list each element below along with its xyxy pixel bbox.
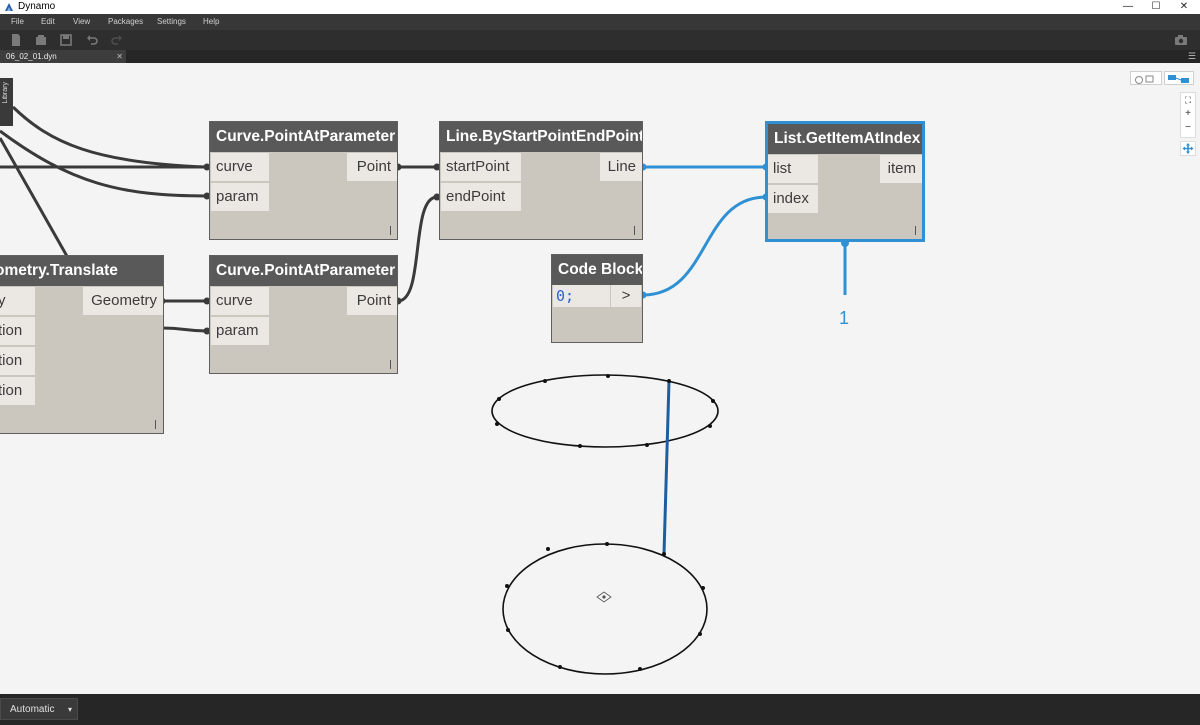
output-port-point[interactable]: Point	[347, 287, 397, 315]
zoom-fit-button[interactable]: ⛶	[1184, 95, 1192, 105]
input-port-param[interactable]: param	[211, 317, 269, 345]
menu-packages[interactable]: Packages	[108, 17, 144, 26]
node-curve-point-at-parameter-1[interactable]: Curve.PointAtParameter curve param Point	[209, 121, 398, 240]
run-mode-value: Automatic	[10, 704, 55, 715]
node-lacing-indicator	[390, 360, 391, 369]
minimize-button[interactable]: —	[1123, 1, 1133, 12]
window-title: Dynamo	[18, 1, 56, 12]
node-line-by-start-point-end-point[interactable]: Line.ByStartPointEndPoint startPoint end…	[439, 121, 643, 240]
node-geometry-translate[interactable]: ometry.Translate y tion tion tion Geomet…	[0, 255, 164, 434]
zoom-in-button[interactable]: +	[1185, 108, 1191, 119]
input-port-index[interactable]: index	[768, 185, 818, 213]
node-lacing-indicator	[390, 226, 391, 235]
input-port-curve[interactable]: curve	[211, 287, 269, 315]
menu-help[interactable]: Help	[203, 17, 220, 26]
menu-settings[interactable]: Settings	[157, 17, 186, 26]
input-port-end-point[interactable]: endPoint	[441, 183, 521, 211]
tab-strip: 06_02_01.dyn ✕ ☰	[0, 50, 1200, 63]
input-port-direction[interactable]: tion	[0, 347, 35, 375]
node-lacing-indicator	[155, 420, 156, 429]
node-preview-value: 1	[839, 308, 850, 328]
undo-icon[interactable]	[85, 33, 99, 47]
menu-edit[interactable]: Edit	[41, 17, 55, 26]
workspace-canvas[interactable]: Library ⛶ + − Curve.PointAtParameter cur…	[0, 63, 1200, 694]
maximize-button[interactable]: ☐	[1151, 1, 1161, 12]
input-port-distance[interactable]: tion	[0, 377, 35, 405]
output-port-item[interactable]: item	[880, 155, 922, 183]
zoom-controls: ⛶ + −	[1180, 92, 1196, 138]
camera-icon[interactable]	[1174, 33, 1188, 47]
title-bar: Dynamo — ☐ ✕	[0, 0, 1200, 14]
zoom-out-button[interactable]: −	[1185, 122, 1191, 133]
node-title[interactable]: Curve.PointAtParameter	[210, 122, 397, 152]
input-port-direction[interactable]: tion	[0, 317, 35, 345]
pan-button[interactable]	[1180, 141, 1196, 156]
open-icon[interactable]	[34, 33, 48, 47]
run-mode-select[interactable]: Automatic ▾	[0, 698, 78, 720]
geometry-view-toggle[interactable]	[1130, 71, 1162, 85]
tab-close-icon[interactable]: ✕	[116, 52, 123, 61]
toolbar	[0, 30, 1200, 50]
node-lacing-indicator	[915, 226, 916, 235]
output-port-point[interactable]: Point	[347, 153, 397, 181]
menu-view[interactable]: View	[73, 17, 91, 26]
tab-menu-icon[interactable]: ☰	[1187, 51, 1196, 61]
graph-view-toggle[interactable]	[1164, 71, 1194, 85]
close-window-button[interactable]: ✕	[1179, 1, 1189, 12]
node-title[interactable]: Curve.PointAtParameter	[210, 256, 397, 286]
status-bar: Automatic ▾	[0, 694, 1200, 725]
output-port-geometry[interactable]: Geometry	[83, 287, 163, 315]
redo-icon[interactable]	[110, 33, 124, 47]
code-editor[interactable]: 0;	[553, 285, 610, 307]
input-port-param[interactable]: param	[211, 183, 269, 211]
input-port-list[interactable]: list	[768, 155, 818, 183]
node-code-block[interactable]: Code Block 0; >	[551, 254, 643, 343]
node-list-get-item-at-index[interactable]: List.GetItemAtIndex list index item	[765, 121, 925, 242]
node-title[interactable]: Code Block	[552, 255, 642, 285]
menu-file[interactable]: File	[11, 17, 24, 26]
graph-view-icon	[1168, 75, 1189, 83]
tab-label: 06_02_01.dyn	[6, 52, 57, 61]
save-icon[interactable]	[59, 33, 73, 47]
node-curve-point-at-parameter-2[interactable]: Curve.PointAtParameter curve param Point	[209, 255, 398, 374]
input-port-curve[interactable]: curve	[211, 153, 269, 181]
output-port-line[interactable]: Line	[600, 153, 642, 181]
dynamo-logo-icon	[5, 3, 13, 11]
node-title[interactable]: Line.ByStartPointEndPoint	[440, 122, 642, 152]
node-title[interactable]: ometry.Translate	[0, 256, 163, 286]
geometry-view-icon	[1135, 75, 1154, 84]
geometry-preview	[491, 374, 719, 675]
input-port-geometry[interactable]: y	[0, 287, 35, 315]
chevron-down-icon: ▾	[67, 705, 72, 714]
tab-06-02-01-dyn[interactable]: 06_02_01.dyn ✕	[0, 50, 126, 63]
node-title[interactable]: List.GetItemAtIndex	[768, 124, 922, 154]
pan-move-icon	[1182, 143, 1194, 154]
output-port-code[interactable]: >	[611, 285, 641, 307]
code-text[interactable]: 0;	[556, 287, 575, 305]
menu-bar: File Edit View Packages Settings Help	[0, 14, 1200, 30]
library-label: Library	[2, 82, 9, 104]
library-panel-tab[interactable]: Library	[0, 78, 13, 126]
new-file-icon[interactable]	[9, 33, 23, 47]
node-lacing-indicator	[634, 226, 635, 235]
input-port-start-point[interactable]: startPoint	[441, 153, 521, 181]
